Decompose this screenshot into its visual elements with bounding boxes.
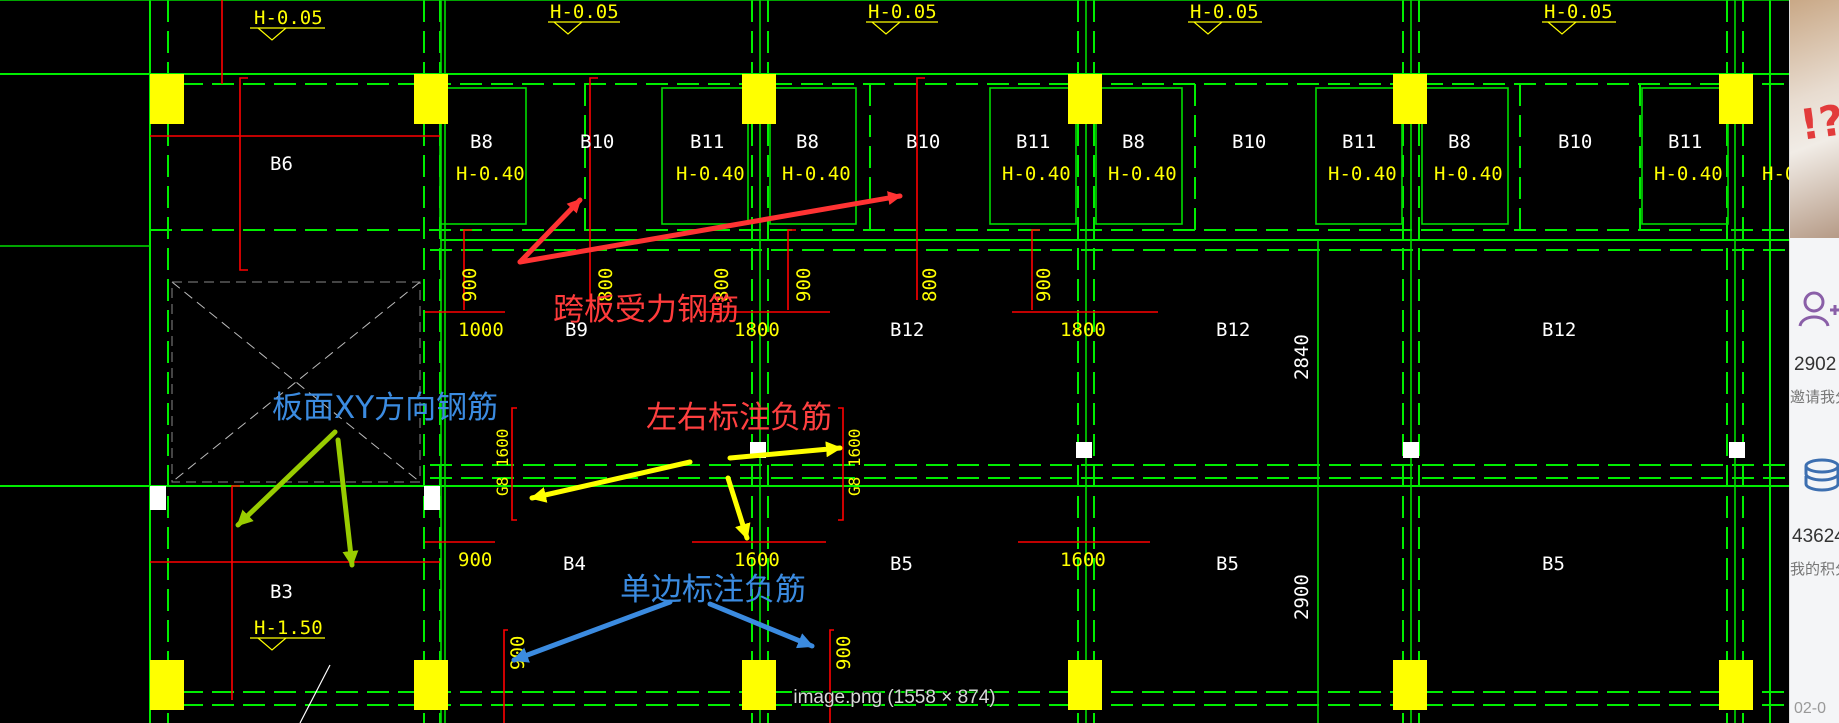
slab-label: B5 bbox=[890, 553, 913, 575]
slab-label: B8 bbox=[796, 131, 819, 153]
slab-label: B4 bbox=[563, 553, 586, 575]
thumbnail-image[interactable]: !? bbox=[1790, 0, 1839, 238]
points-label: 我的积分 bbox=[1790, 561, 1839, 578]
dim-text: 900 bbox=[833, 636, 855, 670]
thumbnail-mark: !? bbox=[1796, 95, 1839, 150]
slab-label: B10 bbox=[1558, 131, 1592, 153]
rebar-lines bbox=[150, 0, 1158, 723]
annotation-arrows bbox=[235, 191, 903, 663]
slab-elev: H-0.40 bbox=[456, 163, 525, 185]
invite-label: 邀请我分 bbox=[1790, 389, 1839, 406]
elev-tag: H-0.05 bbox=[254, 7, 323, 29]
annotation-span-rebar: 跨板受力钢筋 bbox=[553, 292, 739, 328]
slab-label: B8 bbox=[1122, 131, 1145, 153]
slab-elev: H-0.40 bbox=[782, 163, 851, 185]
slab-elev: H-0.40 bbox=[1328, 163, 1397, 185]
neg-rebar-text: G8 1600 bbox=[493, 429, 512, 496]
slab-elev: H-1.50 bbox=[254, 617, 323, 639]
small-columns bbox=[150, 442, 1745, 510]
slab-elev: H-0.40 bbox=[676, 163, 745, 185]
annotation-xy-rebar: 板面XY方向钢筋 bbox=[272, 390, 499, 426]
columns bbox=[150, 74, 1753, 710]
elev-tag: H-0.05 bbox=[550, 1, 619, 23]
points-coins-icon[interactable] bbox=[1796, 456, 1839, 500]
image-viewer: H-0.05 H-0.05 H-0.05 H-0.05 H-0.05 B8 B1… bbox=[0, 0, 1789, 723]
slab-label: B10 bbox=[906, 131, 940, 153]
dim-text: 1600 bbox=[1060, 549, 1106, 571]
dim-text: 800 bbox=[711, 268, 733, 302]
slab-label: B5 bbox=[1216, 553, 1239, 575]
dim-text: 1800 bbox=[734, 319, 780, 341]
slab-elev: H-0.40 bbox=[1434, 163, 1503, 185]
invite-user-icon[interactable] bbox=[1796, 286, 1839, 330]
dim-text: 900 bbox=[793, 268, 815, 302]
annotation-lr-negative: 左右标注负筋 bbox=[646, 400, 832, 436]
sidebar-date: 02-0 bbox=[1794, 700, 1827, 717]
slab-label: B11 bbox=[690, 131, 724, 153]
dim-text: 800 bbox=[919, 268, 941, 302]
slab-label: B8 bbox=[1448, 131, 1471, 153]
slab-label: B12 bbox=[1542, 319, 1576, 341]
slab-elev: H-0.40 bbox=[1108, 163, 1177, 185]
annotation-single-negative: 单边标注负筋 bbox=[620, 572, 806, 608]
right-sidebar: !? 2902 邀请我分 43624 我的积分 02-0 bbox=[1789, 0, 1839, 723]
dim-text: 1000 bbox=[458, 319, 504, 341]
slab-elev: H-0.40 bbox=[1654, 163, 1723, 185]
grid-lines bbox=[0, 0, 1789, 723]
slab-label: B10 bbox=[580, 131, 614, 153]
elev-tag: H-0.05 bbox=[1190, 1, 1259, 23]
slab-elev: H-0 bbox=[1762, 163, 1789, 185]
slab-label: B11 bbox=[1342, 131, 1376, 153]
dim-text: 900 bbox=[507, 636, 529, 670]
slab-label: B12 bbox=[890, 319, 924, 341]
slab-label: B8 bbox=[470, 131, 493, 153]
dim-text: 1800 bbox=[1060, 319, 1106, 341]
drawing-text: H-0.05 H-0.05 H-0.05 H-0.05 H-0.05 B8 B1… bbox=[254, 1, 1789, 670]
dim-text: 900 bbox=[458, 549, 492, 571]
dim-text: 800 bbox=[595, 268, 617, 302]
wall-lines bbox=[0, 0, 1789, 723]
elev-tag: H-0.05 bbox=[1544, 1, 1613, 23]
slab-label: B12 bbox=[1216, 319, 1250, 341]
cad-drawing: H-0.05 H-0.05 H-0.05 H-0.05 H-0.05 B8 B1… bbox=[0, 0, 1789, 723]
image-caption: image.png (1558 × 874) bbox=[793, 687, 996, 708]
slab-label: B11 bbox=[1668, 131, 1702, 153]
dim-text: 2900 bbox=[1291, 574, 1313, 620]
dim-text: 2840 bbox=[1291, 334, 1313, 380]
slab-label: B11 bbox=[1016, 131, 1050, 153]
dim-text: 900 bbox=[1033, 268, 1055, 302]
dim-text: 900 bbox=[459, 268, 481, 302]
opening-x bbox=[171, 281, 421, 483]
elev-marks bbox=[250, 21, 1616, 651]
neg-rebar-text: G8 1600 bbox=[845, 429, 864, 496]
slab-label: B10 bbox=[1232, 131, 1266, 153]
slab-elev: H-0.40 bbox=[1002, 163, 1071, 185]
slab-label: B6 bbox=[270, 153, 293, 175]
slab-label: B9 bbox=[565, 319, 588, 341]
points-count: 43624 bbox=[1792, 526, 1839, 547]
invite-count: 2902 bbox=[1794, 354, 1837, 375]
elev-tag: H-0.05 bbox=[868, 1, 937, 23]
beam-lines bbox=[150, 0, 1789, 723]
slab-label: B5 bbox=[1542, 553, 1565, 575]
slab-label: B3 bbox=[270, 581, 293, 603]
dim-text: 1600 bbox=[734, 549, 780, 571]
